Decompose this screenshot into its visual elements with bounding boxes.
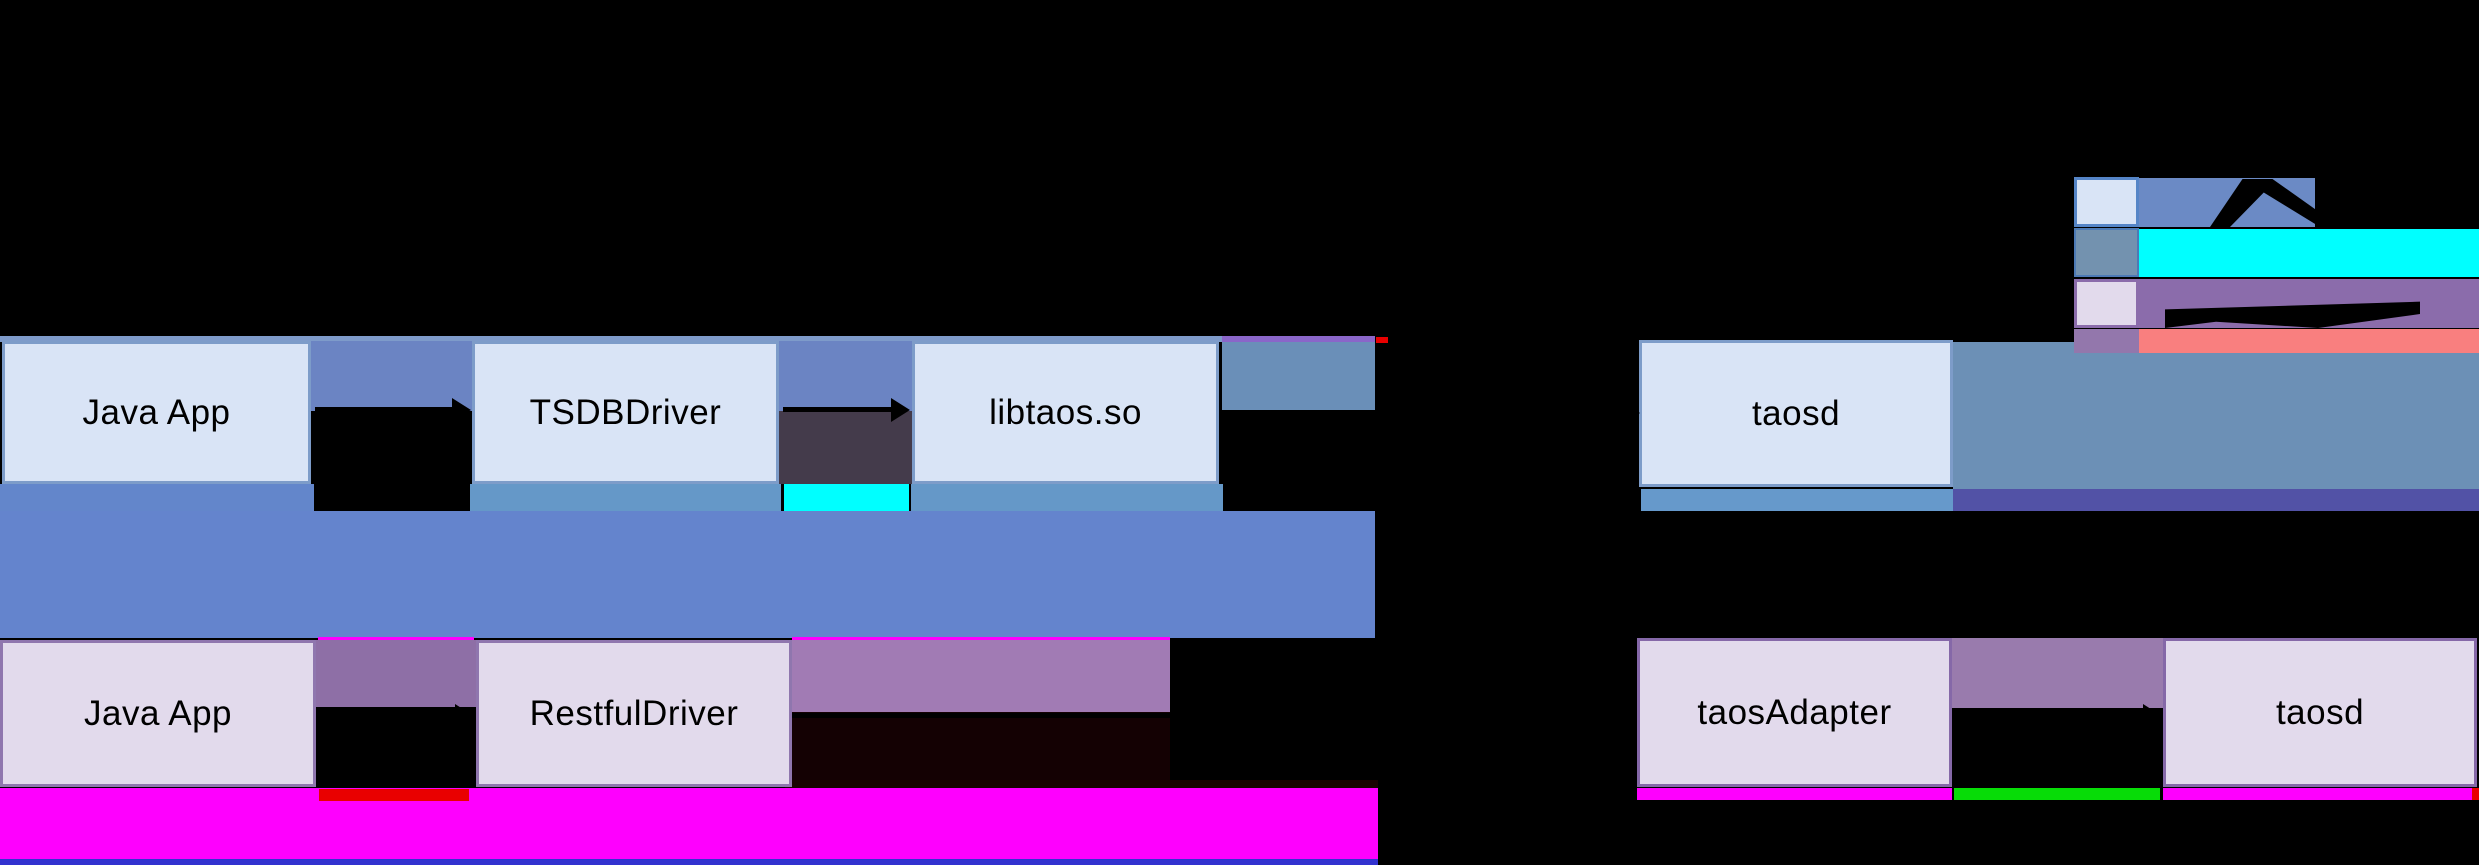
box-taosd-jni: taosd (1639, 340, 1953, 487)
box-taosd-rest: taosd (2163, 638, 2477, 787)
dark-red-strip (785, 780, 1378, 791)
box-libtaos: libtaos.so (912, 341, 1219, 484)
box-taosadapter: taosAdapter (1637, 638, 1952, 787)
top-edge-strip (0, 336, 1222, 342)
arrow-adapter-to-taosd-head (2143, 704, 2162, 728)
arrow-java-to-restful-head (455, 704, 474, 728)
underband-cyan (784, 484, 909, 511)
gap-tsdb-libtaos-blue (779, 341, 912, 411)
arrow-java-to-tsdb-line (315, 407, 455, 412)
box-restfuldriver: RestfulDriver (476, 640, 792, 787)
purple-band-right-of-restful (792, 640, 1170, 712)
box-java-app-rest-label: Java App (84, 693, 232, 733)
gap-java-tsdb-blue (311, 341, 472, 411)
red-sliver-bottom-right (2472, 788, 2479, 800)
arrow-java-to-tsdb-head (452, 398, 471, 422)
magenta-line-gap-rest (318, 637, 474, 641)
indigo-band-right (1953, 489, 2479, 511)
top-edge-strip-purple (1222, 336, 1375, 342)
box-java-app-jni-label: Java App (82, 392, 231, 432)
arrow-restful-to-adapter-head (1620, 704, 1639, 728)
box-taosadapter-label: taosAdapter (1697, 692, 1892, 732)
band-right-of-libtaos (1222, 342, 1375, 412)
red-band-under-gap (319, 789, 469, 801)
arrow-libtaos-to-taosd-line (1222, 410, 1628, 415)
box-tsdbdriver: TSDBDriver (472, 341, 779, 484)
arrow-adapter-to-taosd-line (1955, 713, 2145, 718)
legend-swatch-slate (2074, 228, 2139, 277)
arrow-java-to-restful-line (318, 713, 458, 718)
legend-swatch-purple-small (2074, 329, 2139, 353)
gap-tsdb-libtaos-dark (779, 411, 912, 484)
underband-tsdbdriver (470, 484, 781, 511)
box-libtaos-label: libtaos.so (989, 392, 1142, 432)
underband-libtaos (911, 484, 1223, 511)
box-restfuldriver-label: RestfulDriver (529, 693, 739, 733)
blue-bottom-line (0, 859, 1378, 865)
box-taosd-rest-label: taosd (2275, 692, 2365, 732)
green-band-under-gap (1954, 788, 2160, 800)
legend-swatch-lightblue (2074, 177, 2139, 227)
gap-adapter-taosd-purple (1952, 638, 2163, 708)
red-tick-top (1376, 337, 1388, 343)
steel-band-right-of-taosd (1953, 342, 2479, 489)
underband-java-jni (0, 484, 314, 511)
magenta-block (0, 788, 1378, 859)
arrow-restful-to-adapter-line (792, 713, 1628, 718)
legend-band-salmon (2139, 329, 2479, 353)
box-java-app-rest: Java App (0, 640, 316, 787)
box-tsdbdriver-label: TSDBDriver (529, 392, 722, 432)
arrow-tsdb-to-libtaos-line (783, 407, 893, 412)
magenta-strip-under-adapter (1637, 788, 1952, 800)
arrow-tsdb-to-libtaos-head (891, 398, 910, 422)
legend-band-cyan (2139, 229, 2479, 277)
magenta-line-band-rest (792, 637, 1170, 641)
legend-swatch-lavender (2074, 279, 2139, 328)
arrow-libtaos-to-taosd-head (1621, 401, 1640, 425)
box-java-app-jni: Java App (2, 341, 311, 484)
dark-area-under-purple-band (792, 712, 1170, 787)
big-blue-band (0, 511, 1375, 638)
gap-java-restful-purple (316, 640, 476, 707)
box-taosd-jni-label: taosd (1751, 393, 1841, 433)
magenta-strip-under-taosd (2163, 788, 2472, 800)
underband-taosd-jni (1641, 489, 1953, 511)
